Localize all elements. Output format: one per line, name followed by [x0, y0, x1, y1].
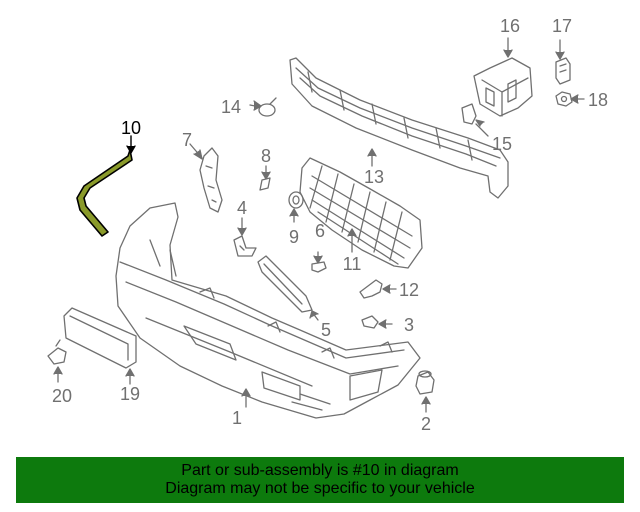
parts-diagram: 1 2 3 4 5 6 7 8 9 10 11 12 13 14 15 16 1…	[47, 16, 608, 434]
part-1-bumper-cover	[115, 202, 421, 419]
callout-18: 18	[588, 90, 608, 110]
part-18-nut	[555, 91, 585, 107]
part-14-screw	[249, 97, 277, 117]
callout-2: 2	[421, 414, 431, 434]
info-banner: Part or sub-assembly is #10 in diagram D…	[16, 457, 624, 503]
callout-14: 14	[221, 97, 241, 117]
callout-5: 5	[321, 320, 331, 340]
part-17-clip	[555, 39, 571, 85]
part-4-bracket	[233, 217, 257, 257]
callout-11: 11	[343, 254, 362, 274]
callout-12: 12	[399, 280, 419, 300]
part-11-grille	[299, 157, 423, 269]
callout-13: 13	[364, 167, 384, 187]
callout-9: 9	[289, 227, 299, 247]
callout-3: 3	[404, 315, 414, 335]
callout-17: 17	[552, 16, 572, 36]
callout-15: 15	[492, 134, 512, 154]
part-15-bracket	[461, 103, 489, 137]
callout-19: 19	[120, 384, 140, 404]
callout-4: 4	[237, 198, 247, 218]
banner-line-1: Part or sub-assembly is #10 in diagram	[181, 462, 459, 479]
part-7-side-bracket	[189, 143, 223, 213]
part-3-clip	[361, 315, 393, 329]
part-8-clip	[259, 165, 271, 191]
callout-1: 1	[232, 408, 242, 428]
banner-line-2: Diagram may not be specific to your vehi…	[165, 480, 475, 497]
part-16-bracket	[473, 37, 533, 117]
callout-6: 6	[315, 221, 325, 241]
part-2-fastener	[415, 370, 435, 413]
part-6-pin	[311, 251, 327, 273]
part-9-grommet	[288, 191, 304, 223]
callout-16: 16	[500, 16, 520, 36]
callout-8: 8	[261, 146, 271, 166]
part-19-plate-bracket	[63, 307, 137, 385]
callout-7: 7	[182, 130, 192, 150]
part-10-molding	[76, 135, 136, 237]
part-20-bolt	[47, 339, 67, 383]
part-5-strip	[257, 255, 319, 321]
part-12-clip	[359, 279, 397, 299]
callout-20: 20	[52, 386, 72, 406]
part-13-reinforcement	[289, 57, 509, 199]
callout-10: 10	[121, 118, 141, 138]
